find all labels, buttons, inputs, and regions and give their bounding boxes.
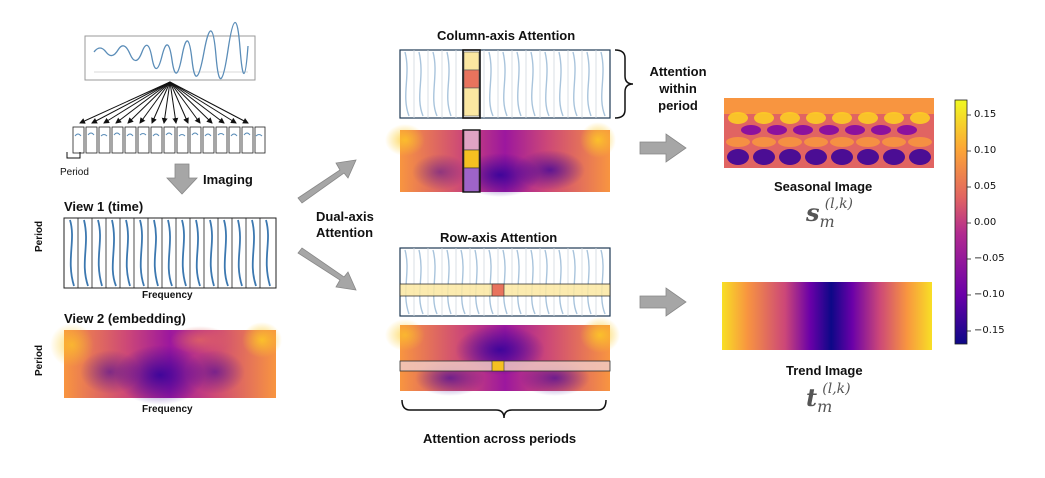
trend-formula: tm(l,k): [806, 381, 851, 416]
view2-heatmap: [50, 322, 282, 405]
period-bracket: [66, 152, 81, 159]
arrow-to-seasonal: [639, 133, 687, 163]
segment-lines: [74, 132, 263, 137]
seasonal-heatmap: [724, 98, 934, 168]
arrow-to-trend: [639, 287, 687, 317]
split-arrows: [79, 81, 249, 124]
view1-image: [63, 217, 277, 289]
within-label-1: Attention: [649, 64, 707, 79]
colorbar-tick-labels: 0.15 0.10 0.05 0.00 −0.05 −0.10 −0.15: [974, 0, 1014, 478]
view2-title: View 2 (embedding): [64, 311, 186, 326]
colorbar: [954, 99, 968, 345]
view1-frequency-axis: Frequency: [142, 290, 193, 301]
colorbar-tick: −0.15: [974, 325, 1005, 336]
view2-period-axis: Period: [34, 344, 45, 376]
within-brace: [614, 49, 634, 119]
trend-heatmap: [722, 282, 932, 350]
colorbar-ticks: [967, 114, 971, 332]
colorbar-tick: 0.05: [974, 181, 997, 192]
within-label-3: period: [658, 98, 698, 113]
arrow-to-row: [297, 247, 357, 291]
colorbar-tick: 0.10: [974, 145, 997, 156]
row-heatmap: [385, 317, 620, 396]
dual-axis-label-1: Dual-axis: [316, 209, 374, 224]
period-segments: [72, 126, 266, 154]
colorbar-tick: 0.00: [974, 217, 997, 228]
column-heatmap: [385, 122, 616, 197]
colorbar-tick: −0.05: [974, 253, 1005, 264]
across-brace: [401, 399, 607, 419]
imaging-label: Imaging: [203, 172, 253, 187]
dual-axis-label-2: Attention: [316, 225, 374, 240]
seasonal-title: Seasonal Image: [774, 179, 873, 194]
input-series-box: [84, 22, 256, 81]
view1-period-axis: Period: [34, 220, 45, 252]
colorbar-tick: 0.15: [974, 109, 997, 120]
trend-title: Trend Image: [786, 363, 863, 378]
row-attention-title: Row-axis Attention: [440, 230, 558, 245]
attention-across-label: Attention across periods: [423, 431, 577, 446]
row-attention-image: [399, 247, 611, 317]
column-attention-image: [399, 49, 611, 119]
colorbar-tick: −0.10: [974, 289, 1005, 300]
arrow-to-column: [297, 159, 357, 204]
imaging-arrow: [166, 163, 198, 195]
period-label: Period: [60, 167, 89, 178]
view1-title: View 1 (time): [64, 199, 144, 214]
seasonal-formula: sm(l,k): [806, 196, 854, 231]
column-attention-title: Column-axis Attention: [437, 28, 576, 43]
view2-frequency-axis: Frequency: [142, 404, 193, 415]
within-label-2: within: [659, 81, 697, 96]
